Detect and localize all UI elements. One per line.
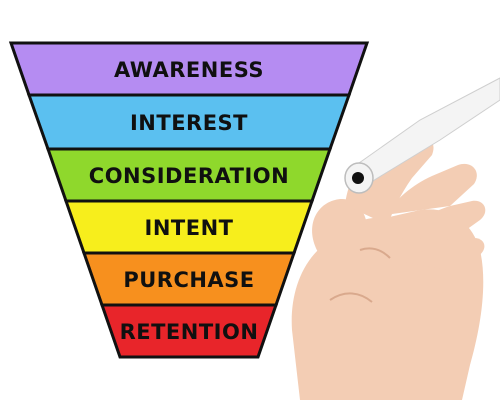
hand-thumb xyxy=(312,199,366,252)
hand-ring-finger xyxy=(398,200,486,240)
funnel-stage-retention-label: RETENTION xyxy=(120,320,259,344)
hand-crease xyxy=(359,247,391,259)
funnel-stage-interest-label: INTEREST xyxy=(130,111,248,135)
funnel-stage-purchase-label: PURCHASE xyxy=(123,268,254,292)
funnel-stage-awareness-label: AWARENESS xyxy=(114,58,264,82)
hand-with-marker xyxy=(291,77,500,400)
funnel: AWARENESS INTEREST CONSIDERATION INTENT … xyxy=(8,41,370,359)
hand-little-finger xyxy=(404,238,485,270)
funnel-stage-retention xyxy=(99,303,279,359)
funnel-stage-consideration-label: CONSIDERATION xyxy=(89,164,289,188)
marker xyxy=(344,77,500,194)
hand-middle-finger xyxy=(385,163,477,215)
funnel-stage-intent-label: INTENT xyxy=(145,216,234,240)
hand-shading xyxy=(329,292,373,303)
marker-tip xyxy=(352,172,364,184)
